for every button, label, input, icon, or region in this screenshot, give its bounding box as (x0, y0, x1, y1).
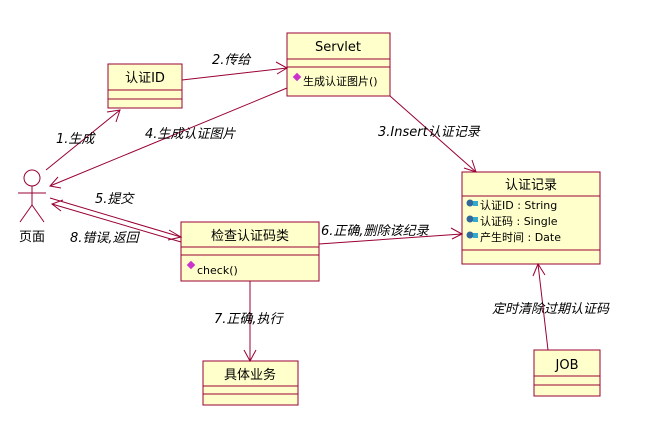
edge-6-label: 6.正确,删除该纪录 (321, 223, 430, 239)
edge-1: 1.生成 (45, 109, 121, 171)
actor-right-leg (31, 204, 45, 223)
attr-icon (466, 199, 478, 207)
attr-icon (466, 231, 478, 239)
method-icon (186, 260, 196, 270)
class-business[interactable]: 具体业务 (202, 360, 299, 406)
checker-method-0: check() (197, 264, 238, 277)
edge-5: 5.提交 (49, 191, 183, 241)
class-auth-id-name: 认证ID (125, 71, 165, 86)
record-attr-0: 认证ID : String (480, 199, 557, 212)
class-auth-id[interactable]: 认证ID (107, 63, 183, 109)
record-attr-1: 认证码 : Single (480, 215, 558, 228)
edge-8: 8.错误,返回 (50, 199, 182, 246)
class-job-name: JOB (555, 358, 579, 373)
edge-5-label: 5.提交 (95, 191, 135, 207)
class-record-name: 认证记录 (505, 178, 557, 193)
edge-2: 2.传给 (181, 53, 289, 81)
class-servlet-name: Servlet (315, 40, 361, 55)
actor-left-leg (19, 204, 33, 223)
method-icon (292, 72, 302, 82)
actor-page[interactable]: 页面 (18, 169, 46, 245)
edge-3-label: 3.Insert认证记录 (378, 125, 481, 140)
class-business-name: 具体业务 (224, 367, 276, 383)
record-attr-2: 产生时间 : Date (480, 230, 561, 244)
class-job[interactable]: JOB (533, 349, 601, 397)
edge-6: 6.正确,删除该纪录 (318, 223, 464, 245)
edge-7: 7.正确,执行 (214, 281, 285, 363)
edge-1-label: 1.生成 (56, 132, 96, 147)
class-checker[interactable]: 检查认证码类 check() (180, 221, 320, 282)
class-servlet[interactable]: Servlet 生成认证图片() (286, 32, 391, 97)
actor-label: 页面 (19, 230, 45, 245)
edge-7-label: 7.正确,执行 (214, 312, 285, 327)
edge-3: 3.Insert认证记录 (378, 95, 481, 173)
edge-2-label: 2.传给 (212, 53, 252, 68)
class-checker-name: 检查认证码类 (211, 229, 289, 244)
edge-9-label: 定时清除过期认证码 (492, 301, 610, 317)
edge-9: 定时清除过期认证码 (492, 262, 610, 351)
class-record[interactable]: 认证记录 认证ID : String 认证码 : Single 产生时间 : D… (461, 171, 601, 265)
edge-4-label: 4.生成认证图片 (145, 127, 236, 142)
attr-icon (466, 215, 478, 223)
servlet-method-0: 生成认证图片() (303, 74, 378, 88)
edge-4: 4.生成认证图片 (49, 87, 288, 189)
actor-head (23, 169, 41, 187)
edge-8-label: 8.错误,返回 (70, 231, 141, 246)
